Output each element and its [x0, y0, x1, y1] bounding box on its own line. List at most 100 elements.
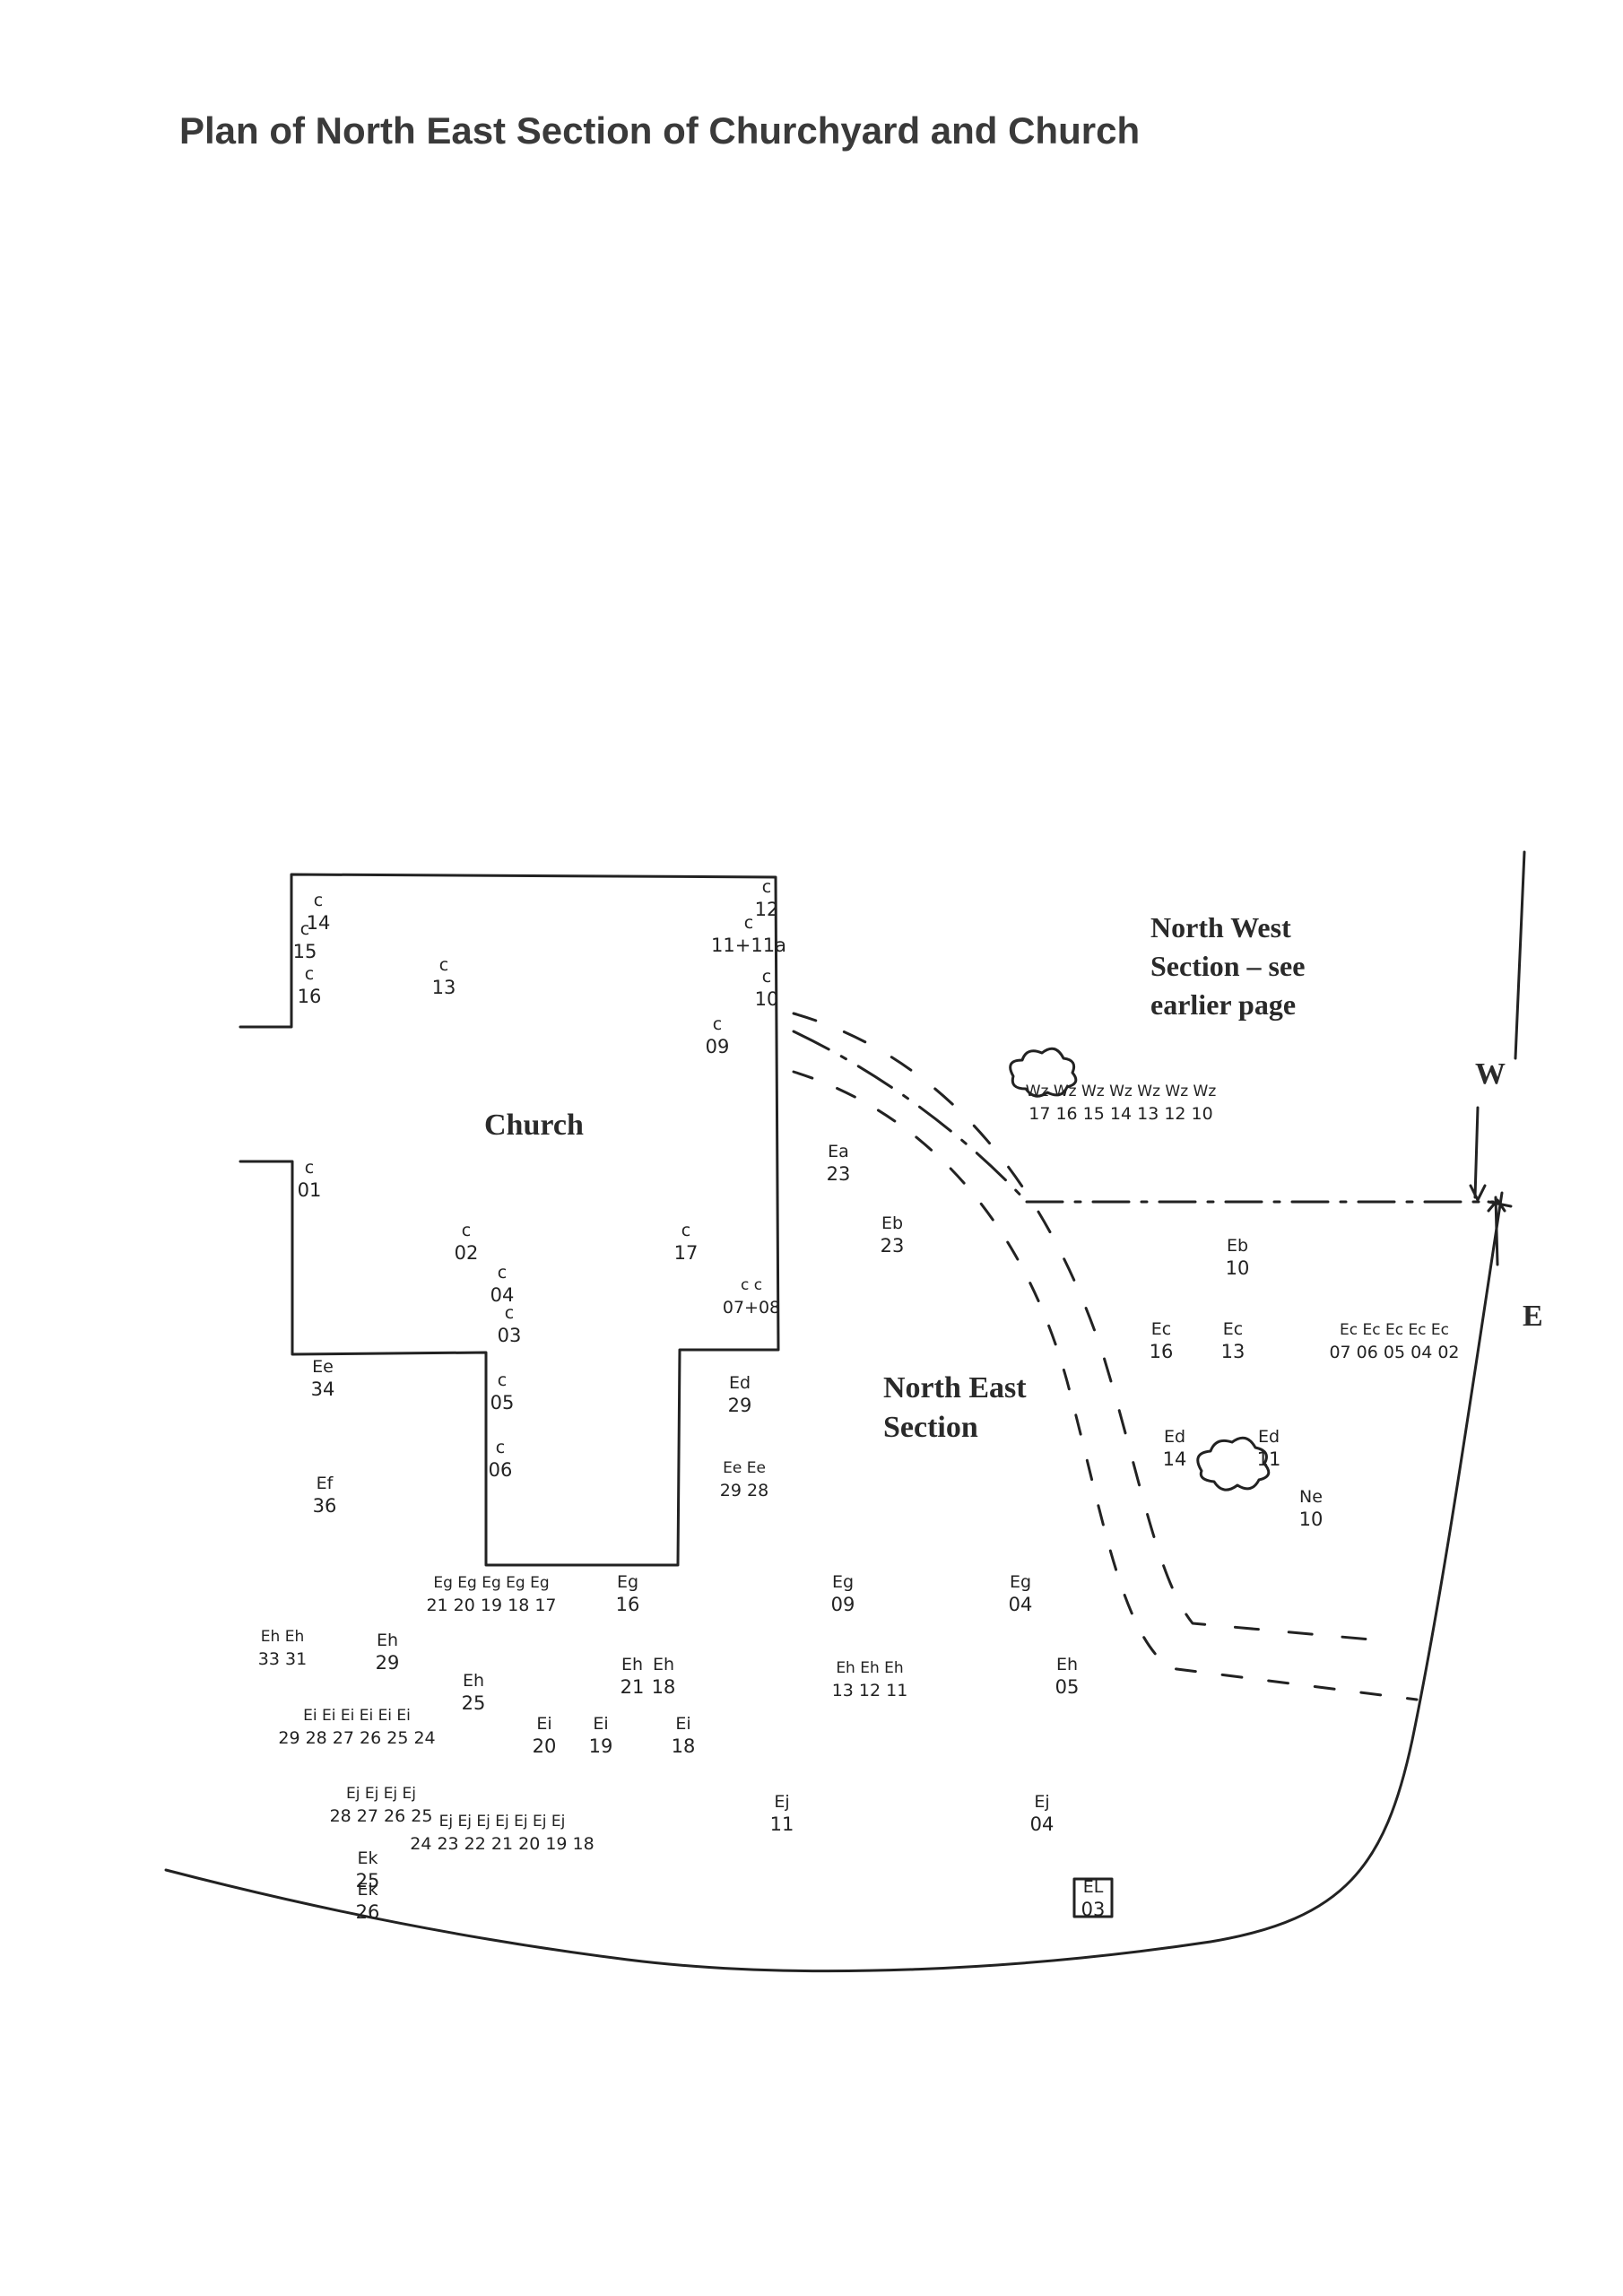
north-east-label-2: Section [883, 1411, 978, 1444]
grave-row-label: Eh Eh Eh [836, 1659, 903, 1677]
path-line-outer [792, 1012, 1392, 1643]
grave-number-label: 11 [770, 1813, 794, 1835]
grave-row-label: c [439, 955, 448, 975]
grave-number-label: 28 27 26 25 [330, 1806, 433, 1826]
grave-number-label: 05 [1055, 1676, 1080, 1698]
church-outline [239, 873, 780, 1567]
grave-row-label: Eh [377, 1631, 398, 1650]
grave-number-label: 10 [755, 988, 779, 1010]
grave-number-label: 23 [881, 1235, 905, 1257]
grave-row-label: Eg [1010, 1572, 1031, 1592]
bush-icon [1196, 1436, 1271, 1492]
grave-row-label: c [498, 1370, 507, 1390]
path-line-inner [792, 1070, 1419, 1701]
grave-marker: c04 [490, 1263, 515, 1306]
grave-row-label: c [305, 964, 314, 984]
grave-number-label: 06 [489, 1459, 513, 1481]
map-title: Plan of North East Section of Churchyard… [179, 109, 1141, 152]
east-label: E [1523, 1300, 1543, 1333]
grave-row-label: Ei [536, 1714, 551, 1734]
grave-number-label: 26 [356, 1901, 380, 1923]
grave-number-label: 14 [1163, 1448, 1187, 1470]
grave-number-label: 16 [298, 986, 322, 1007]
grave-number-label: 36 [313, 1495, 337, 1517]
grave-number-label: 23 [827, 1163, 851, 1185]
grave-marker: c02 [455, 1221, 479, 1264]
grave-row-label: Ec [1151, 1319, 1171, 1339]
grave-number-label: 25 [356, 1870, 380, 1892]
grave-row-label: Eh [463, 1671, 484, 1691]
grave-number-label: 34 [311, 1378, 335, 1400]
grave-row-label: Eg [832, 1572, 854, 1592]
grave-number-label: 05 [490, 1392, 515, 1413]
grave-number-label: 19 [589, 1735, 613, 1757]
north-east-label-1: North East [883, 1371, 1027, 1405]
grave-marker: Eh 29 [376, 1631, 400, 1674]
west-label: W [1475, 1057, 1506, 1091]
grave-row-label: Ej Ej Ej Ej [346, 1785, 416, 1803]
grave-row-label: Eb [1227, 1236, 1248, 1256]
path-line-middle [792, 1030, 1028, 1204]
grave-number-label: 16 [616, 1594, 640, 1615]
grave-row-label: c [762, 877, 771, 897]
grave-row-label: Eg Eg Eg Eg Eg [433, 1574, 549, 1592]
grave-number-label: 04 [1030, 1813, 1055, 1835]
grave-row-label: Ec Ec Ec Ec Ec [1340, 1321, 1449, 1339]
grave-number-label: 29 [376, 1652, 400, 1674]
grave-marker: c11+11a [711, 913, 786, 956]
grave-row-label: c [505, 1303, 514, 1323]
grave-number-label: 10 [1226, 1257, 1250, 1279]
grave-number-label: 18 [672, 1735, 696, 1757]
grave-marker: c c07+08 [723, 1276, 780, 1318]
grave-marker: c05 [490, 1370, 515, 1413]
grave-number-label: 29 [728, 1395, 752, 1416]
grave-marker: c10 [755, 967, 779, 1010]
grave-marker: c14 [307, 891, 331, 934]
grave-number-label: 04 [490, 1284, 515, 1306]
grave-row-label: Ef [317, 1474, 334, 1493]
grave-row-label: Ed [729, 1373, 751, 1393]
grave-row-label: EL [1083, 1877, 1104, 1897]
grave-row-label: Ek [357, 1848, 378, 1868]
grave-number-label: 16 [1150, 1341, 1174, 1362]
wall-marker [1469, 1106, 1513, 1266]
grave-row-label: Ei Ei Ei Ei Ei Ei [303, 1707, 411, 1725]
grave-number-label: 13 [432, 977, 456, 998]
grave-row-label: c [713, 1014, 722, 1034]
grave-marker: Ej Ej Ej Ej 28 27 26 25 [330, 1785, 433, 1826]
grave-marker: c01 [298, 1158, 322, 1201]
grave-row-label: c [744, 913, 753, 933]
grave-row-label: Ei [593, 1714, 608, 1734]
grave-row-label: Ed [1258, 1427, 1280, 1447]
north-west-label-3: earlier page [1150, 988, 1296, 1021]
grave-number-label: 17 16 15 14 13 12 10 [1028, 1104, 1212, 1124]
grave-row-label: Eb [881, 1213, 903, 1233]
grave-number-label: 02 [455, 1242, 479, 1264]
grave-marker: Ef 36 [313, 1474, 337, 1517]
east-wall [164, 850, 1526, 1973]
grave-row-label: Ei [675, 1714, 690, 1734]
grave-row-label: Ne [1299, 1487, 1323, 1507]
